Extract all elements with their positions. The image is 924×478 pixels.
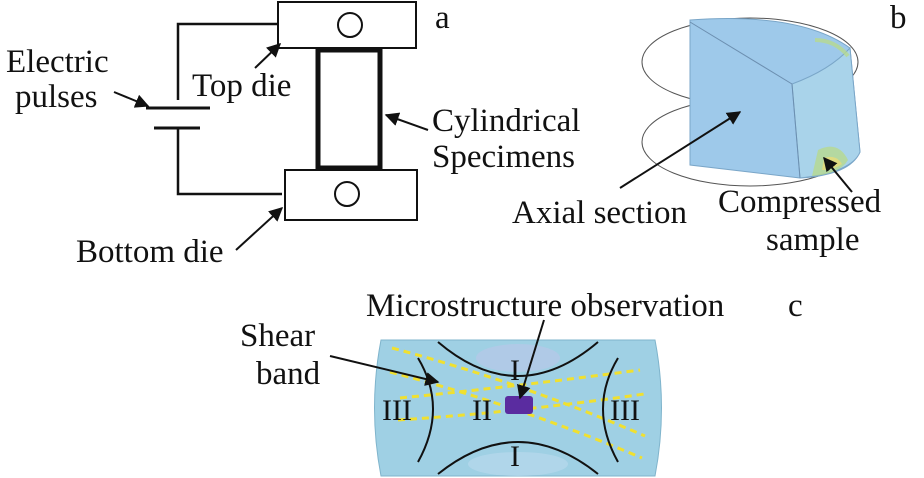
label-band: band [256, 356, 321, 392]
panel-letter-c: c [788, 288, 803, 324]
zone-arc-left [417, 357, 434, 463]
stress-patch-bottom [468, 452, 568, 476]
label-sample: sample [766, 222, 859, 258]
zone-label-i-bottom: I [510, 440, 520, 473]
label-axial-section: Axial section [512, 195, 687, 231]
circuit-wire-bottom [176, 128, 282, 196]
panel-a: Electric pulses Top die Cylindrical Spec… [6, 0, 580, 270]
label-pulses: pulses [15, 79, 98, 115]
stress-patch-top [476, 344, 560, 372]
label-electric: Electric [6, 44, 109, 80]
zone-arc-top [437, 341, 599, 377]
arrow-electric-pulses [113, 91, 150, 108]
zone-label-i-top: I [510, 354, 520, 387]
cylindrical-specimen [315, 47, 383, 171]
circuit-wire-top [176, 22, 282, 100]
observation-marker [505, 396, 533, 414]
zone-arc-right [602, 357, 619, 463]
arrow-microstructure [517, 319, 545, 400]
bottom-die-terminal [334, 181, 360, 207]
axial-section-edge [689, 21, 793, 85]
label-shear: Shear [240, 318, 315, 354]
panel-b: Axial section Compressed sample b [512, 0, 907, 258]
label-compressed: Compressed [718, 184, 882, 220]
zone-arc-bottom [437, 441, 599, 475]
arrow-bottom-die [235, 207, 284, 251]
label-microstructure: Microstructure observation [366, 288, 724, 324]
panel-letter-b: b [890, 0, 907, 36]
label-cylindrical: Cylindrical [432, 103, 580, 139]
label-top-die: Top die [192, 68, 291, 104]
arrow-top-die [254, 43, 282, 69]
compressed-sample-top-edge [814, 38, 850, 58]
arrow-compressed-sample [823, 156, 853, 193]
arrow-cylindrical [384, 112, 429, 131]
axial-section-edge-vertical [791, 83, 801, 179]
zone-label-ii: II [472, 394, 492, 427]
top-die-terminal [337, 12, 363, 38]
arrow-axial-section [619, 111, 742, 189]
zone-label-iii-left: III [382, 394, 412, 427]
arrow-shear-band [329, 355, 440, 386]
panel-c: I I II III III Microstructure observatio… [240, 288, 803, 477]
panel-letter-a: a [435, 0, 450, 36]
label-specimens: Specimens [432, 139, 575, 175]
label-bottom-die: Bottom die [76, 234, 224, 270]
zone-label-iii-right: III [610, 394, 640, 427]
